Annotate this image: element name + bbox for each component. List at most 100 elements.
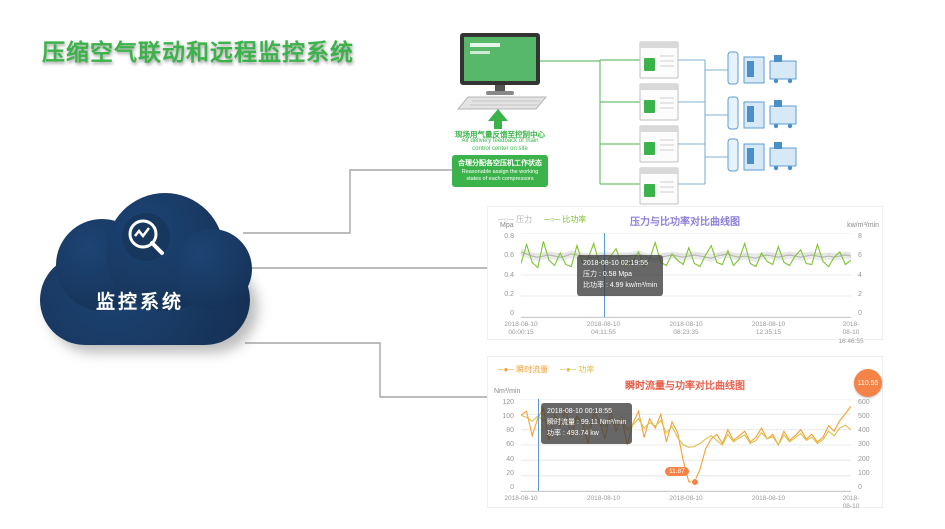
y-axis-name-right: kw/m³/min <box>847 222 879 229</box>
cloud-shape <box>172 229 252 309</box>
line-marker-icon: ─○─ <box>498 215 515 224</box>
axis-tick-label: 0.4 <box>504 271 514 279</box>
magnifier-chart-icon <box>122 213 170 261</box>
axis-tick-label: 2018-08-10 <box>586 495 621 502</box>
system-diagram: 现场用气量反馈至控制中心 Air delivery feedback of ma… <box>450 25 842 215</box>
data-point-dot <box>691 478 699 486</box>
axis-tick-label: 0.6 <box>504 252 514 260</box>
plot-area[interactable]: 2018-08-10 00:18:55 瞬时流量 : 99.11 Nm³/min… <box>521 399 851 492</box>
axis-tick-label: 2018-08-10 <box>504 495 538 502</box>
chart-legend: ─●─ 瞬时流量 ─●─ 功率 <box>498 364 594 375</box>
diagram-graphics <box>456 33 797 205</box>
assign-text-en-line2: states of each compressors <box>466 175 534 182</box>
feedback-text-cn: 现场用气量反馈至控制中心 <box>455 130 545 139</box>
legend-item-power[interactable]: ─●─ 功率 <box>560 364 594 375</box>
axis-tick-label: 500 <box>858 413 870 421</box>
air-equipment-group <box>727 138 797 172</box>
page-title: 压缩空气联动和远程监控系统 <box>42 39 354 66</box>
network-lines-left <box>540 59 640 185</box>
tooltip-value-2: 比功率 : 4.99 kw/m³/min <box>583 281 658 289</box>
monitoring-cloud: 监控系统 <box>40 193 255 353</box>
axis-tick-label: 40 <box>506 455 514 463</box>
chart-title: 瞬时流量与功率对比曲线图 <box>625 381 745 392</box>
compressor-units <box>639 41 679 205</box>
legend-label: 功率 <box>578 365 595 374</box>
axis-tick-label: 2018-08-10 <box>842 495 860 511</box>
axis-tick-label: 300 <box>858 441 870 449</box>
y-axis-name-left: Mpa <box>500 222 514 229</box>
tooltip-value-2: 功率 : 493.74 kw <box>547 429 599 437</box>
legend-label: 压力 <box>516 215 533 224</box>
up-arrow-icon <box>488 109 508 129</box>
air-equipment-groups <box>727 51 797 172</box>
legend-label: 瞬时流量 <box>516 365 549 374</box>
chart-tooltip: 2018-08-10 02:19:55 压力 : 0.58 Mpa 比功率 : … <box>577 255 664 296</box>
compressor-unit <box>639 83 679 121</box>
axis-tick-label: 0.2 <box>504 290 514 298</box>
network-lines-right <box>678 59 728 185</box>
chart-legend: ─○─ 压力 ─○─ 比功率 <box>498 214 586 225</box>
feedback-text-en: Air delivery feedback of main control ce… <box>444 138 556 153</box>
axis-tick-label: 4 <box>858 271 862 279</box>
connector-bottom <box>245 342 487 398</box>
assign-text-cn: 合理分配各空压机工作状态 <box>458 160 542 167</box>
feedback-text-en-line2: control center on site <box>472 145 528 152</box>
axis-tick-label: 100 <box>502 413 514 421</box>
air-equipment-group <box>727 96 797 130</box>
compressor-unit <box>639 167 679 205</box>
connector-top <box>243 169 456 234</box>
value-badge: 110.55 <box>854 369 882 397</box>
axis-tick-label: 20 <box>506 469 514 477</box>
axis-tick-label: 0 <box>858 310 862 317</box>
legend-item-flow[interactable]: ─●─ 瞬时流量 <box>498 364 548 375</box>
axis-tick-label: 400 <box>858 427 870 435</box>
line-marker-icon: ─●─ <box>560 365 577 374</box>
assign-text-en-line1: Reasonable assign the working <box>461 169 539 175</box>
series-line <box>521 240 851 269</box>
pressure-power-chart: ─○─ 压力 ─○─ 比功率 压力与比功率对比曲线图 Mpa kw/m³/min… <box>487 206 883 345</box>
point-value-label: 11.87 <box>665 467 689 476</box>
axis-tick-label: 0 <box>510 310 514 317</box>
tooltip-value-1: 压力 : 0.58 Mpa <box>583 270 633 278</box>
axis-tick-label: 8 <box>858 233 862 240</box>
y-axis-name-left: Nm³/min <box>494 388 521 395</box>
tooltip-time: 2018-08-10 02:19:55 <box>583 260 648 267</box>
assign-text-en: Reasonable assign the working states of … <box>452 169 548 182</box>
plot-area[interactable]: 2018-08-10 02:19:55 压力 : 0.58 Mpa 比功率 : … <box>521 233 851 318</box>
y-axis-left: 0.8 0.6 0.4 0.2 0 <box>488 233 518 317</box>
chart-tooltip: 2018-08-10 00:18:55 瞬时流量 : 99.11 Nm³/min… <box>541 403 633 444</box>
axis-tick-label: 2 <box>858 290 862 298</box>
x-axis: 2018-08-10 2018-08-10 2018-08-10 2018-08-10… <box>504 493 859 511</box>
legend-label: 比功率 <box>562 215 587 224</box>
axis-tick-label: 0.8 <box>504 233 514 240</box>
feedback-text-en-line1: Air delivery feedback of main <box>461 138 539 144</box>
axis-tick-label: 0 <box>510 483 514 491</box>
axis-tick-label: 80 <box>506 427 514 435</box>
flow-power-chart: ─●─ 瞬时流量 ─●─ 功率 瞬时流量与功率对比曲线图 110.55 Nm³/… <box>487 356 883 511</box>
air-equipment-group <box>727 51 797 85</box>
legend-item-pressure[interactable]: ─○─ 压力 <box>498 214 532 225</box>
axis-tick-label: 200 <box>858 455 870 463</box>
control-computer-icon <box>456 33 548 110</box>
compressor-unit <box>639 125 679 163</box>
compressor-unit <box>639 41 679 79</box>
cloud-label: 监控系统 <box>95 292 184 313</box>
axis-tick-label: 60 <box>506 441 514 449</box>
axis-tick-label: 2018-08-10 <box>751 495 786 502</box>
axis-tick-label: 600 <box>858 399 870 406</box>
axis-tick-label: 0 <box>858 483 862 491</box>
line-marker-icon: ─●─ <box>498 365 515 374</box>
legend-item-specific-power[interactable]: ─○─ 比功率 <box>544 214 586 225</box>
plot-svg <box>521 233 851 317</box>
assign-states-box: 合理分配各空压机工作状态 Reasonable assign the worki… <box>452 155 548 187</box>
